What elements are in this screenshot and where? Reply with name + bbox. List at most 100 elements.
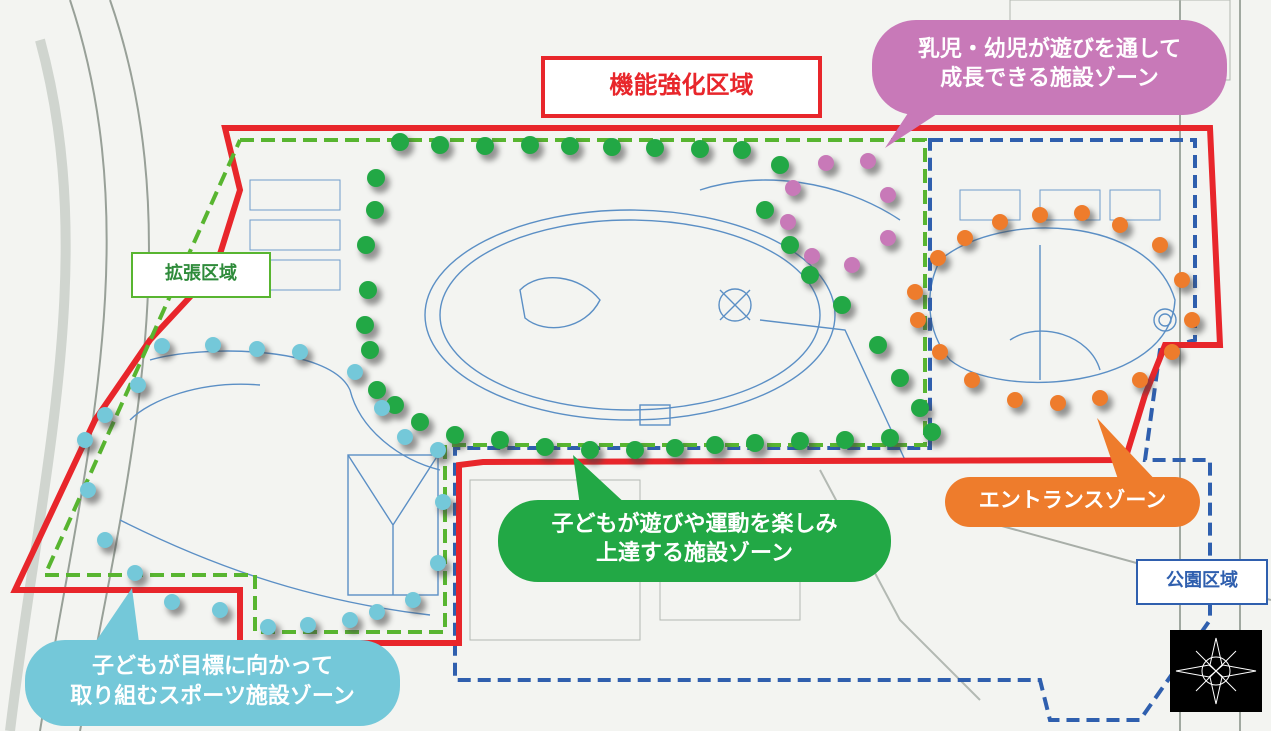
sports-zone-text-line1: 子どもが目標に向かって [92,654,333,679]
park-zone-boundary [453,138,1212,722]
child-active-zone-dot [756,201,774,219]
entrance-zone-text: エントランスゾーン [978,488,1167,512]
child-active-zone-dot [836,431,854,449]
entrance-zone-dot [964,372,980,388]
entrance-zone-dot [1050,395,1066,411]
sports-zone-dot [374,400,390,416]
child-active-zone-dot [561,137,579,155]
entrance-zone-dot [1007,392,1023,408]
child-active-zone-text-line1: 子どもが遊びや運動を楽しみ [551,512,838,537]
entrance-zone-dot [1184,312,1200,328]
infant-zone-dot [860,153,876,169]
sports-zone-dot [347,364,363,380]
child-active-zone-dot [446,426,464,444]
infant-callout-pointer [885,110,940,148]
child-active-zone-dot [521,136,539,154]
sports-callout-bubble [25,640,400,726]
child-active-zone-dot [367,169,385,187]
infant-zone-dot [785,180,801,196]
entrance-zone-dot [1032,207,1048,223]
entrance-zone-dot [992,214,1008,230]
infant-zone-dot [880,230,896,246]
entrance-zone-dot [930,250,946,266]
infant-zone-text-line2: 成長できる施設ゾーン [940,66,1159,91]
sports-zone-dot [435,494,451,510]
child-active-callout-bubble [498,500,891,582]
child-active-zone-dot [646,139,664,157]
entrance-zone-dot [1074,205,1090,221]
child-active-zone-dot [881,429,899,447]
child-active-zone-dot [911,399,929,417]
entrance-zone-dot [910,312,926,328]
child-active-zone-dot [781,236,799,254]
child-active-zone-dot [491,431,509,449]
zone-dots [77,133,1205,641]
child-active-zone-dot [386,396,404,414]
sports-zone-dot [249,341,265,357]
callouts [25,20,1227,726]
child-active-zone-dot [536,438,554,456]
infant-zone-dot [780,214,796,230]
child-active-zone-dot [581,441,599,459]
child-active-zone-dot [869,336,887,354]
entrance-zone-dot [1152,237,1168,253]
sports-zone-dot [300,617,316,633]
infant-zone-dot [818,155,834,171]
sports-zone-dot [80,482,96,498]
entrance-zone-dot [907,284,923,300]
child-active-zone-dot [391,133,409,151]
child-active-zone-dot [791,432,809,450]
sports-zone-text-line2: 取り組むスポーツ施設ゾーン [70,684,355,709]
child-active-zone-dot [666,439,684,457]
infant-zone-dot [844,257,860,273]
sports-zone-dot [369,604,385,620]
sports-zone-dot [405,592,421,608]
sports-zone-dot [212,602,228,618]
entrance-zone-dot [932,344,948,360]
sports-callout-pointer [90,588,140,650]
child-active-zone-dot [891,369,909,387]
expansion-zone-label: 拡張区域 [165,263,237,284]
child-active-zone-dot [431,136,449,154]
entrance-zone-dot [957,230,973,246]
child-active-zone-dot [746,434,764,452]
child-active-zone-dot [833,296,851,314]
infant-zone-dot [804,248,820,264]
sports-zone-dot [127,565,143,581]
child-active-zone-dot [923,423,941,441]
sports-zone-dot [130,377,146,393]
sports-zone-dot [97,532,113,548]
infant-zone-text-line1: 乳児・幼児が遊びを通して [917,37,1182,62]
entrance-callout-bubble [945,477,1200,527]
child-active-zone-dot [626,441,644,459]
child-active-zone-dot [603,138,621,156]
child-active-zone-dot [801,266,819,284]
function-zone-label: 機能強化区域 [609,71,754,99]
sports-zone-dot [430,442,446,458]
child-active-zone-dot [356,316,374,334]
entrance-zone-dot [1164,344,1180,360]
child-active-zone-dot [359,281,377,299]
compass-rose-icon [1170,630,1262,712]
park-zone-label: 公園区域 [1166,570,1238,591]
child-active-zone-dot [706,436,724,454]
child-active-zone-dot [691,140,709,158]
child-active-zone-dot [411,413,429,431]
sports-zone-dot [164,594,180,610]
entrance-callout-pointer [1097,418,1160,485]
child-active-zone-dot [476,137,494,155]
child-active-zone-dot [366,201,384,219]
child-active-zone-dot [361,341,379,359]
sports-zone-dot [77,432,93,448]
entrance-zone-dot [1112,217,1128,233]
sports-zone-dot [397,429,413,445]
child-active-zone-dot [733,141,751,159]
sports-zone-dot [260,619,276,635]
entrance-zone-dot [1092,390,1108,406]
child-active-zone-dot [357,236,375,254]
label-frames [131,56,1268,605]
entrance-zone-dot [1132,372,1148,388]
entrance-zone-dot [1174,272,1190,288]
sports-zone-dot [205,337,221,353]
